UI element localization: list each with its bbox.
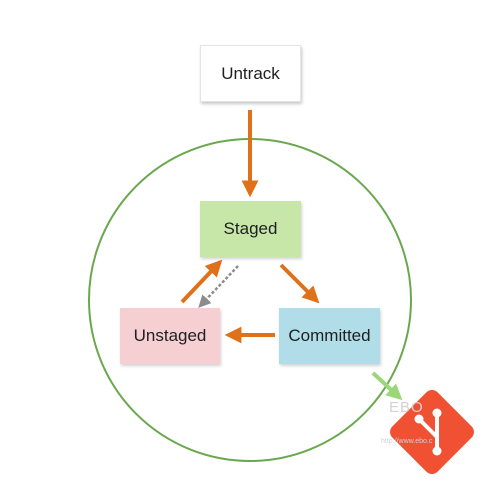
node-unstaged-label: Unstaged (133, 326, 207, 345)
node-staged: Staged (200, 201, 301, 257)
watermark-url: http://www.ebo.c (381, 438, 433, 445)
arrow-unstaged-to-staged (180, 259, 223, 304)
arrow-staged-to-committed (279, 263, 320, 304)
node-staged-label: Staged (223, 219, 278, 238)
node-untrack: Untrack (200, 45, 301, 102)
watermark-brand: EBO (389, 399, 424, 416)
node-committed: Committed (279, 308, 380, 364)
dashed-arrow-staged-to-unstaged (198, 265, 239, 308)
node-untrack-label: Untrack (221, 63, 280, 83)
git-logo-icon (390, 390, 474, 474)
node-unstaged: Unstaged (120, 308, 220, 364)
arrow-committed-to-git (371, 371, 403, 401)
node-committed-label: Committed (288, 326, 371, 345)
